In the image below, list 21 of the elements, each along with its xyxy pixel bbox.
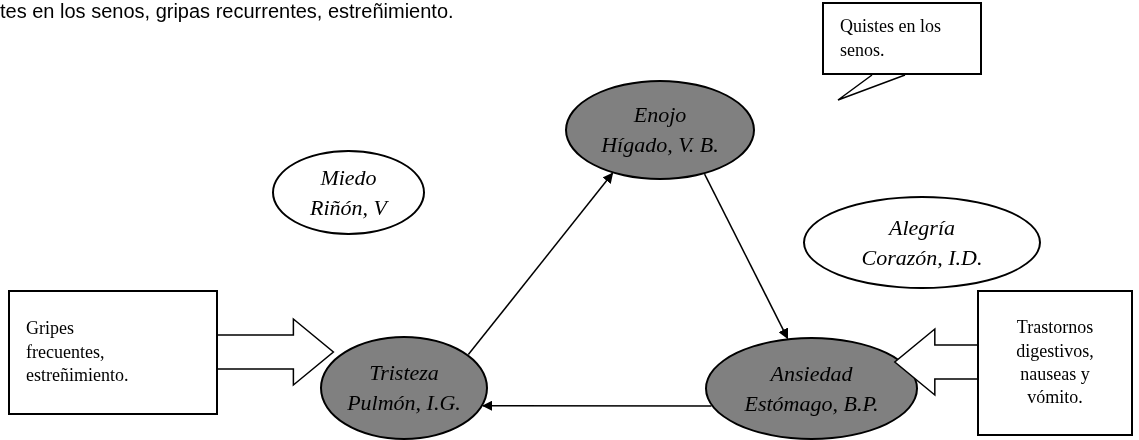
arrow xyxy=(481,400,713,412)
callout-text: Quistes en los senos. xyxy=(840,15,942,62)
arrow xyxy=(467,172,614,356)
block-arrow xyxy=(217,317,335,387)
ellipse-text: Corazón, I.D. xyxy=(861,243,983,272)
note-text: tes en los senos, gripas recurrentes, estreñimiento. xyxy=(0,0,454,24)
ellipse-text: Ansiedad xyxy=(770,359,853,388)
callout-text: Trastornos digestivos, nauseas y vómito. xyxy=(1015,316,1095,410)
ellipse-text: Alegría xyxy=(889,213,955,242)
ellipse-text: Hígado, V. B. xyxy=(601,131,719,159)
callout-text: Gripes frecuentes, estreñimiento. xyxy=(26,317,130,388)
ellipse-text: Riñón, V xyxy=(310,193,387,222)
arrow xyxy=(703,173,789,340)
ellipse-text: Pulmón, I.G. xyxy=(347,389,461,417)
callout-box xyxy=(8,290,218,415)
ellipse-text: Estómago, B.P. xyxy=(744,389,879,418)
callout-box xyxy=(977,290,1133,436)
ellipse-text: Miedo xyxy=(320,163,377,192)
ellipse-text: Tristeza xyxy=(369,359,439,388)
ellipse-text: Enojo xyxy=(633,101,687,130)
block-arrow xyxy=(893,327,978,397)
